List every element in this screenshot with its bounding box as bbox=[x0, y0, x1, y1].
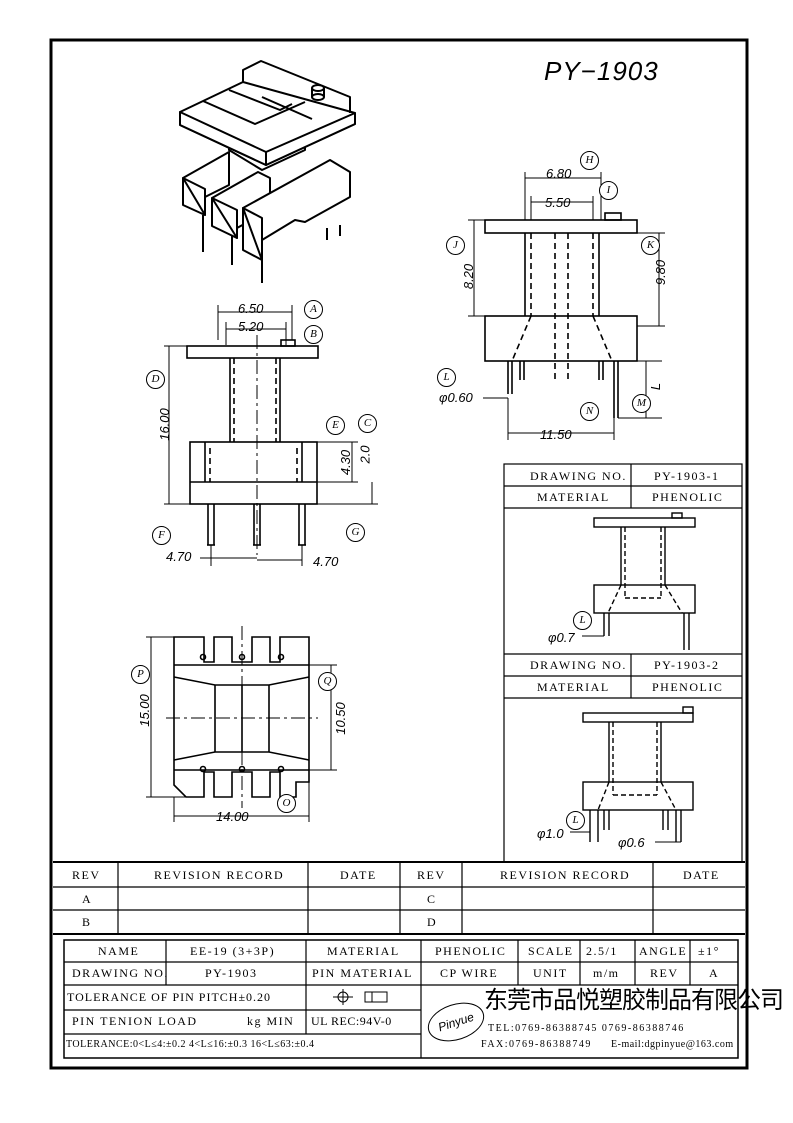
rev-header-date2: DATE bbox=[683, 868, 720, 882]
variant1-drawing-no: PY-1903-1 bbox=[654, 469, 720, 483]
tb-material: PHENOLIC bbox=[435, 944, 507, 958]
variant1-callout-l: L bbox=[573, 611, 592, 630]
callout-h: H bbox=[580, 151, 599, 170]
variant1-view bbox=[582, 512, 696, 650]
tb-tel: TEL:0769-86388745 0769-86388746 bbox=[488, 1023, 685, 1034]
dim-p-value: 15.00 bbox=[136, 694, 152, 727]
variant1-dim: φ0.7 bbox=[548, 630, 575, 645]
tb-angle-label: ANGLE bbox=[639, 944, 688, 958]
callout-k: K bbox=[641, 236, 660, 255]
variant2-material-label: MATERIAL bbox=[537, 680, 610, 694]
callout-i: I bbox=[599, 181, 618, 200]
variant2-drawing-no-label: DRAWING NO. bbox=[530, 658, 627, 672]
callout-n: N bbox=[580, 402, 599, 421]
title-block-grid bbox=[63, 939, 739, 1059]
tb-unit: m/m bbox=[593, 966, 620, 980]
front-view bbox=[164, 305, 378, 566]
rev-row-b: B bbox=[82, 915, 92, 929]
tb-pin-tension-unit: kg MIN bbox=[247, 1014, 295, 1028]
tb-drawing-no: PY-1903 bbox=[205, 966, 258, 980]
tb-tolerance-pin: TOLERANCE OF PIN PITCH±0.20 bbox=[67, 990, 272, 1004]
tb-unit-label: UNIT bbox=[533, 966, 568, 980]
dim-e-value: 4.30 bbox=[338, 449, 354, 476]
callout-p: P bbox=[131, 665, 150, 684]
tb-ul: UL REC:94V-0 bbox=[311, 1014, 392, 1028]
dim-c-value: 2.0 bbox=[357, 445, 373, 464]
callout-j: J bbox=[446, 236, 465, 255]
tb-email: E-mail:dgpinyue@163.com bbox=[611, 1039, 734, 1050]
dim-h-value: 6.80 bbox=[546, 166, 572, 181]
callout-o: O bbox=[277, 794, 296, 813]
tb-material-label: MATERIAL bbox=[327, 944, 400, 958]
callout-c: C bbox=[358, 414, 377, 433]
tb-fax: FAX:0769-86388749 bbox=[481, 1039, 592, 1050]
variant1-drawing-no-label: DRAWING NO. bbox=[530, 469, 627, 483]
dim-i-value: 5.50 bbox=[545, 195, 571, 210]
variant2-drawing-no: PY-1903-2 bbox=[654, 658, 720, 672]
dim-b-value: 5.20 bbox=[238, 319, 264, 334]
outer-border bbox=[49, 38, 749, 1070]
tb-tolerance: TOLERANCE:0<L≤4:±0.2 4<L≤16:±0.3 16<L≤63… bbox=[66, 1039, 315, 1050]
tb-pin-material-label: PIN MATERIAL bbox=[312, 966, 413, 980]
tb-name: EE-19 (3+3P) bbox=[190, 944, 276, 958]
variant1-material: PHENOLIC bbox=[652, 490, 724, 504]
variant-area bbox=[503, 463, 743, 863]
callout-m: M bbox=[632, 394, 651, 413]
rev-row-c: C bbox=[427, 892, 437, 906]
dim-k-value: 9.80 bbox=[653, 259, 669, 286]
rev-header-rev2: REV bbox=[417, 868, 446, 882]
callout-l: L bbox=[437, 368, 456, 387]
dim-d-value: 16.00 bbox=[156, 408, 172, 441]
variant1-material-label: MATERIAL bbox=[537, 490, 610, 504]
position-symbol bbox=[333, 989, 388, 1005]
rev-header-record1: REVISION RECORD bbox=[154, 868, 285, 882]
dim-o-value: 14.00 bbox=[216, 809, 249, 824]
callout-b: B bbox=[304, 325, 323, 344]
callout-d: D bbox=[146, 370, 165, 389]
callout-a: A bbox=[304, 300, 323, 319]
variant2-callout-l: L bbox=[566, 811, 585, 830]
dim-j-value: 8.20 bbox=[461, 263, 477, 290]
tb-scale: 2.5/1 bbox=[586, 944, 618, 958]
tb-rev: A bbox=[709, 966, 720, 980]
callout-g: G bbox=[346, 523, 365, 542]
side-view bbox=[468, 172, 665, 440]
rev-row-a: A bbox=[82, 892, 93, 906]
rev-header-record2: REVISION RECORD bbox=[500, 868, 631, 882]
variant2-dim2: φ0.6 bbox=[618, 835, 645, 850]
revision-table-grid bbox=[53, 862, 745, 935]
variant2-dim1: φ1.0 bbox=[537, 826, 564, 841]
isometric-view bbox=[179, 60, 356, 283]
variant2-view bbox=[570, 706, 694, 843]
callout-q: Q bbox=[318, 672, 337, 691]
drawing-title: PY−1903 bbox=[544, 56, 659, 86]
tb-scale-label: SCALE bbox=[528, 944, 574, 958]
callout-f: F bbox=[152, 526, 171, 545]
tb-name-label: NAME bbox=[98, 944, 140, 958]
rev-row-d: D bbox=[427, 915, 438, 929]
tb-pin-tension: PIN TENION LOAD bbox=[72, 1014, 198, 1028]
dim-g-value: 4.70 bbox=[313, 554, 339, 569]
dim-f-value: 4.70 bbox=[166, 549, 192, 564]
callout-e: E bbox=[326, 416, 345, 435]
tb-angle: ±1° bbox=[698, 944, 720, 958]
tb-rev-label: REV bbox=[650, 966, 679, 980]
dim-m-value: L bbox=[648, 382, 664, 391]
dim-n-value: 11.50 bbox=[540, 427, 572, 442]
rev-header-rev1: REV bbox=[72, 868, 101, 882]
dim-a-value: 6.50 bbox=[238, 301, 264, 316]
tb-drawing-no-label: DRAWING NO. bbox=[72, 966, 169, 980]
variant2-material: PHENOLIC bbox=[652, 680, 724, 694]
rev-header-date1: DATE bbox=[340, 868, 377, 882]
dim-l-value: φ0.60 bbox=[439, 390, 473, 405]
tb-pin-material: CP WIRE bbox=[440, 966, 499, 980]
bottom-view bbox=[146, 626, 337, 822]
dim-q-value: 10.50 bbox=[332, 702, 348, 735]
tb-company-name: 东莞市品悦塑胶制品有限公司 bbox=[484, 986, 784, 1014]
